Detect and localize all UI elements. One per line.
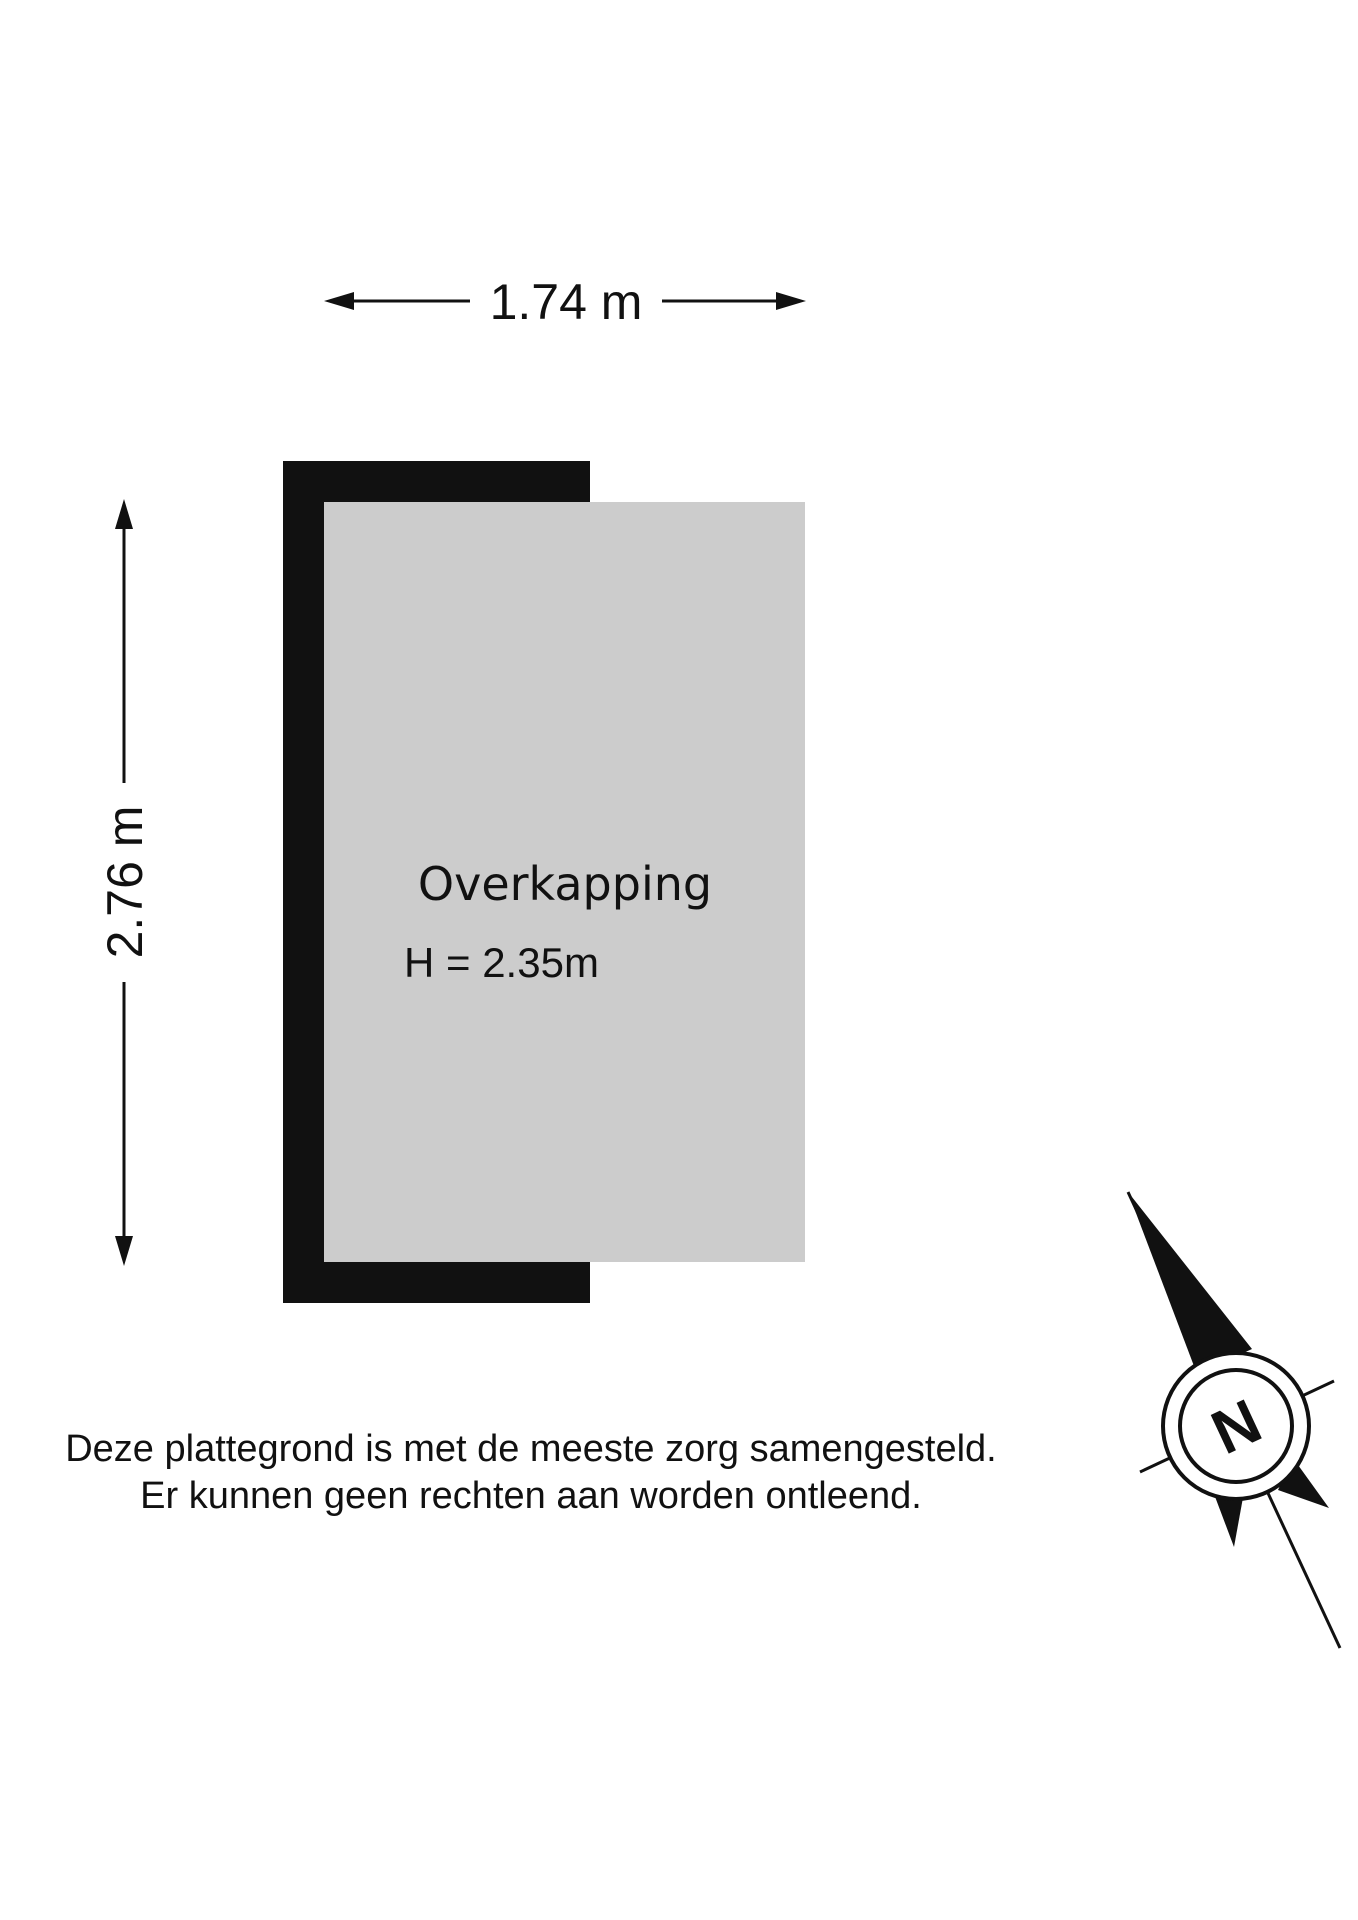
compass-north-pointer	[1128, 1192, 1252, 1374]
width-arrow-right-icon	[776, 292, 806, 310]
width-dimension: 1.74 m	[324, 274, 806, 330]
width-arrow-left-icon	[324, 292, 354, 310]
length-dimension: 2.76 m	[97, 499, 153, 1266]
length-arrow-down-icon	[115, 1236, 133, 1266]
length-dimension-label: 2.76 m	[97, 806, 153, 959]
room-height-label: H = 2.35m	[404, 939, 599, 986]
north-compass-icon: N	[1126, 1191, 1342, 1649]
width-dimension-label: 1.74 m	[490, 274, 643, 330]
wall	[283, 461, 590, 1303]
length-arrow-up-icon	[115, 499, 133, 529]
room-overkapping: Overkapping H = 2.35m	[283, 461, 805, 1303]
compass-inner-ring	[1178, 1368, 1294, 1484]
room-name-label: Overkapping	[418, 857, 712, 911]
disclaimer-line-1: Deze plattegrond is met de meeste zorg s…	[65, 1428, 997, 1470]
disclaimer: Deze plattegrond is met de meeste zorg s…	[0, 1426, 1062, 1520]
floor-area	[324, 502, 805, 1262]
disclaimer-line-2: Er kunnen geen rechten aan worden ontlee…	[140, 1475, 922, 1517]
